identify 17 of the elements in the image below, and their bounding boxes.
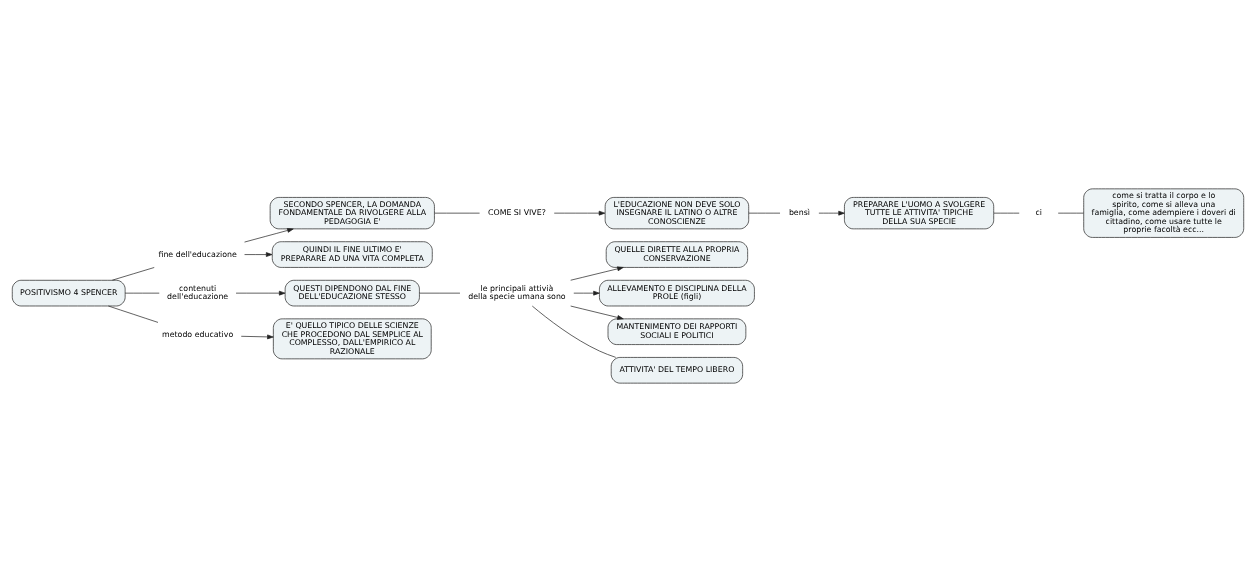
connector: [1057, 212, 1084, 213]
connector: [748, 212, 781, 213]
arrow: [573, 290, 600, 295]
arrow: [570, 305, 624, 320]
connector: [108, 305, 159, 323]
arrow: [244, 227, 294, 242]
arrow: [553, 210, 606, 215]
arrow: [244, 251, 273, 257]
arrow: [818, 210, 845, 215]
connector: [124, 292, 160, 293]
arrow: [240, 334, 274, 339]
arrow: [570, 266, 624, 281]
connector: [419, 292, 461, 293]
connector: [434, 212, 480, 213]
connector: [531, 305, 617, 358]
connector: [111, 266, 155, 281]
arrow: [235, 290, 286, 295]
